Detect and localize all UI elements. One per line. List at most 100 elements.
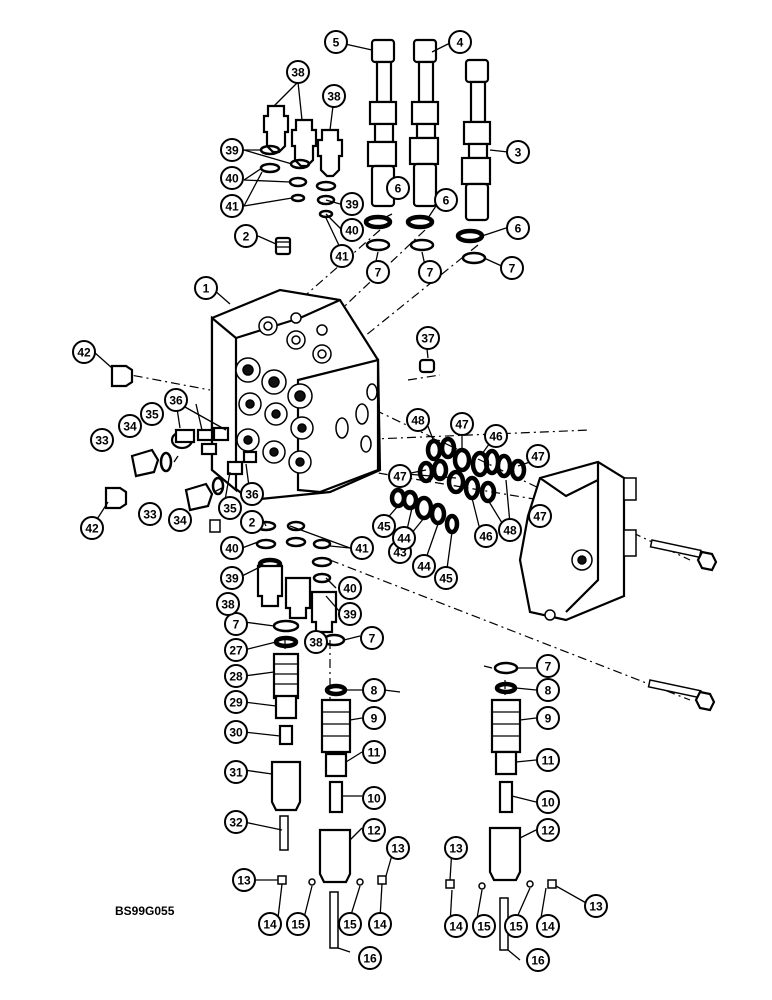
- callout-13: 13: [386, 836, 410, 860]
- callout-label: 12: [541, 824, 555, 838]
- callout-circle: [324, 30, 348, 54]
- callout-label: 39: [225, 572, 239, 586]
- upper-relief-valves: [259, 104, 344, 219]
- callout-14: 14: [444, 914, 468, 938]
- callout-label: 10: [367, 792, 381, 806]
- callout-label: 30: [229, 726, 243, 740]
- callout-label: 5: [333, 36, 340, 50]
- callout-11: 11: [362, 740, 386, 764]
- callout-circle: [362, 678, 386, 702]
- callout-circle: [504, 914, 528, 938]
- callout-3: 3: [506, 140, 530, 164]
- callout-circle: [338, 602, 362, 626]
- callout-13: 13: [232, 868, 256, 892]
- callout-label: 48: [411, 414, 425, 428]
- callout-label: 13: [589, 900, 603, 914]
- callout-label: 14: [541, 920, 555, 934]
- callout-circle: [418, 260, 442, 284]
- callout-circle: [330, 244, 354, 268]
- callout-13: 13: [444, 836, 468, 860]
- callout-label: 47: [531, 450, 545, 464]
- callout-circle: [340, 192, 364, 216]
- callout-41: 41: [350, 536, 374, 560]
- callout-circle: [240, 482, 264, 506]
- callout-label: 41: [335, 250, 349, 264]
- callout-circle: [444, 914, 468, 938]
- callout-28: 28: [224, 664, 248, 688]
- callout-31: 31: [224, 760, 248, 784]
- callout-39: 39: [340, 192, 364, 216]
- callout-label: 38: [291, 66, 305, 80]
- callout-circle: [362, 818, 386, 842]
- callout-label: 41: [355, 542, 369, 556]
- callout-circle: [434, 188, 458, 212]
- callout-circle: [416, 326, 440, 350]
- callout-42: 42: [80, 516, 104, 540]
- callout-label: 33: [95, 434, 109, 448]
- callout-14: 14: [536, 914, 560, 938]
- callout-circle: [224, 612, 248, 636]
- callout-2: 2: [240, 510, 264, 534]
- callout-label: 12: [367, 824, 381, 838]
- callout-32: 32: [224, 810, 248, 834]
- callout-circle: [536, 654, 560, 678]
- callout-label: 37: [421, 332, 435, 346]
- callout-15: 15: [286, 912, 310, 936]
- callout-circle: [444, 836, 468, 860]
- callout-circle: [322, 84, 346, 108]
- callout-label: 38: [221, 598, 235, 612]
- callout-40: 40: [220, 166, 244, 190]
- callout-circle: [392, 526, 416, 550]
- callout-label: 2: [243, 230, 250, 244]
- callout-label: 48: [503, 524, 517, 538]
- callout-label: 14: [373, 918, 387, 932]
- callout-circle: [338, 576, 362, 600]
- callout-40: 40: [338, 576, 362, 600]
- callout-circle: [286, 60, 310, 84]
- callout-label: 7: [369, 632, 376, 646]
- callout-label: 7: [233, 618, 240, 632]
- callout-circle: [220, 566, 244, 590]
- callout-circle: [372, 514, 396, 538]
- callout-circle: [536, 790, 560, 814]
- spool-cap-assembly-left: [270, 619, 302, 851]
- callout-33: 33: [138, 502, 162, 526]
- callout-46: 46: [484, 424, 508, 448]
- callout-label: 6: [395, 182, 402, 196]
- callout-12: 12: [536, 818, 560, 842]
- callout-circle: [506, 140, 530, 164]
- callout-circle: [362, 786, 386, 810]
- callout-label: 39: [343, 608, 357, 622]
- callout-circle: [286, 912, 310, 936]
- callout-label: 46: [479, 530, 493, 544]
- callout-circle: [536, 818, 560, 842]
- callout-label: 35: [223, 502, 237, 516]
- callout-label: 13: [237, 874, 251, 888]
- callout-circle: [232, 868, 256, 892]
- callout-27: 27: [224, 638, 248, 662]
- callout-label: 14: [263, 918, 277, 932]
- callout-circle: [234, 224, 258, 248]
- callout-12: 12: [362, 818, 386, 842]
- callout-47: 47: [388, 464, 412, 488]
- callout-7: 7: [500, 256, 524, 280]
- callout-label: 40: [225, 542, 239, 556]
- callout-label: 16: [363, 952, 377, 966]
- valve-body: [210, 288, 382, 502]
- callout-15: 15: [472, 914, 496, 938]
- callout-label: 33: [143, 508, 157, 522]
- callout-circle: [362, 706, 386, 730]
- callout-label: 10: [541, 796, 555, 810]
- callout-circle: [224, 664, 248, 688]
- callout-label: 7: [427, 266, 434, 280]
- callout-38: 38: [304, 630, 328, 654]
- spool-cap-assembly-right: [445, 661, 557, 951]
- callout-10: 10: [362, 786, 386, 810]
- callout-label: 11: [542, 754, 555, 768]
- callout-label: 8: [545, 684, 552, 698]
- callout-circle: [386, 176, 410, 200]
- callout-label: 6: [515, 222, 522, 236]
- callout-label: 7: [509, 262, 516, 276]
- left-side-parts: [130, 426, 258, 512]
